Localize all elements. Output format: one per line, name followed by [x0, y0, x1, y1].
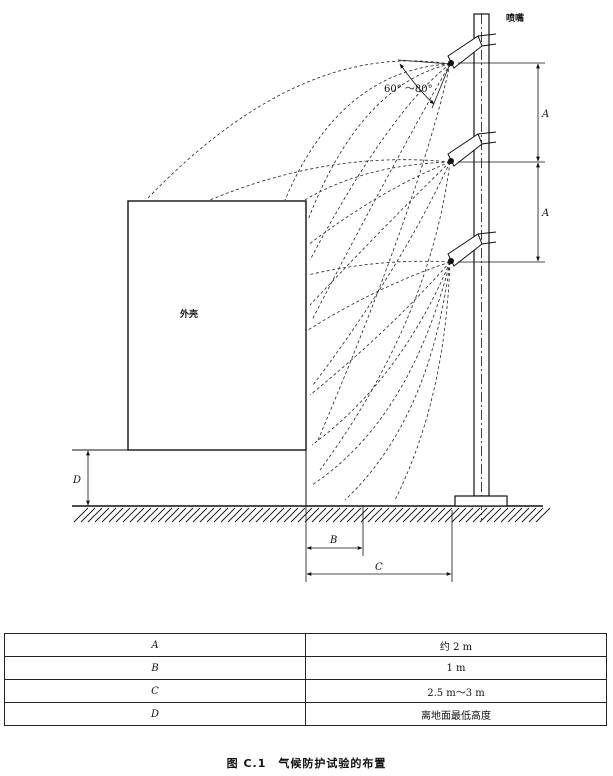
ground-line: [72, 505, 551, 523]
dimension-A: [458, 62, 545, 263]
housing-label: 外壳: [179, 308, 198, 320]
dimension-table: A 约 2 m B 1 m C 2.5 m～3 m D 离地面最低高度: [4, 633, 607, 726]
dim-A-top-label: A: [541, 109, 549, 120]
table-row: D 离地面最低高度: [4, 702, 607, 726]
table-row: C 2.5 m～3 m: [4, 679, 607, 703]
table-key: B: [4, 656, 306, 680]
figure-caption: 图 C.1 气候防护试验的布置: [226, 757, 387, 770]
table-key: C: [4, 679, 306, 703]
nozzle-top: [447, 33, 497, 69]
dim-B-label: B: [329, 535, 337, 546]
table-value: 1 m: [305, 656, 607, 680]
dim-C-label: C: [375, 562, 383, 573]
test-arrangement-diagram: 外壳 喷嘴 60° ～80° A A: [72, 12, 551, 582]
table-key: D: [4, 702, 306, 726]
table-value: 2.5 m～3 m: [305, 679, 607, 703]
dim-D-label: D: [72, 475, 81, 486]
nozzle-pole: [454, 13, 508, 520]
table-key: A: [4, 633, 306, 657]
nozzle-middle: [447, 131, 497, 167]
table-value: 约 2 m: [305, 633, 607, 657]
water-spray-lines: [147, 60, 451, 501]
dim-A-bottom-label: A: [541, 208, 549, 219]
nozzle-label: 喷嘴: [506, 12, 524, 24]
spray-angle-indicator: [397, 59, 451, 109]
dimension-B-C: [305, 506, 453, 582]
table-row: A 约 2 m: [4, 633, 607, 657]
table-value: 离地面最低高度: [305, 702, 607, 726]
nozzle-bottom: [447, 231, 497, 267]
table-row: B 1 m: [4, 656, 607, 680]
angle-label: 60° ～80°: [384, 84, 433, 95]
housing-box: [127, 200, 307, 451]
